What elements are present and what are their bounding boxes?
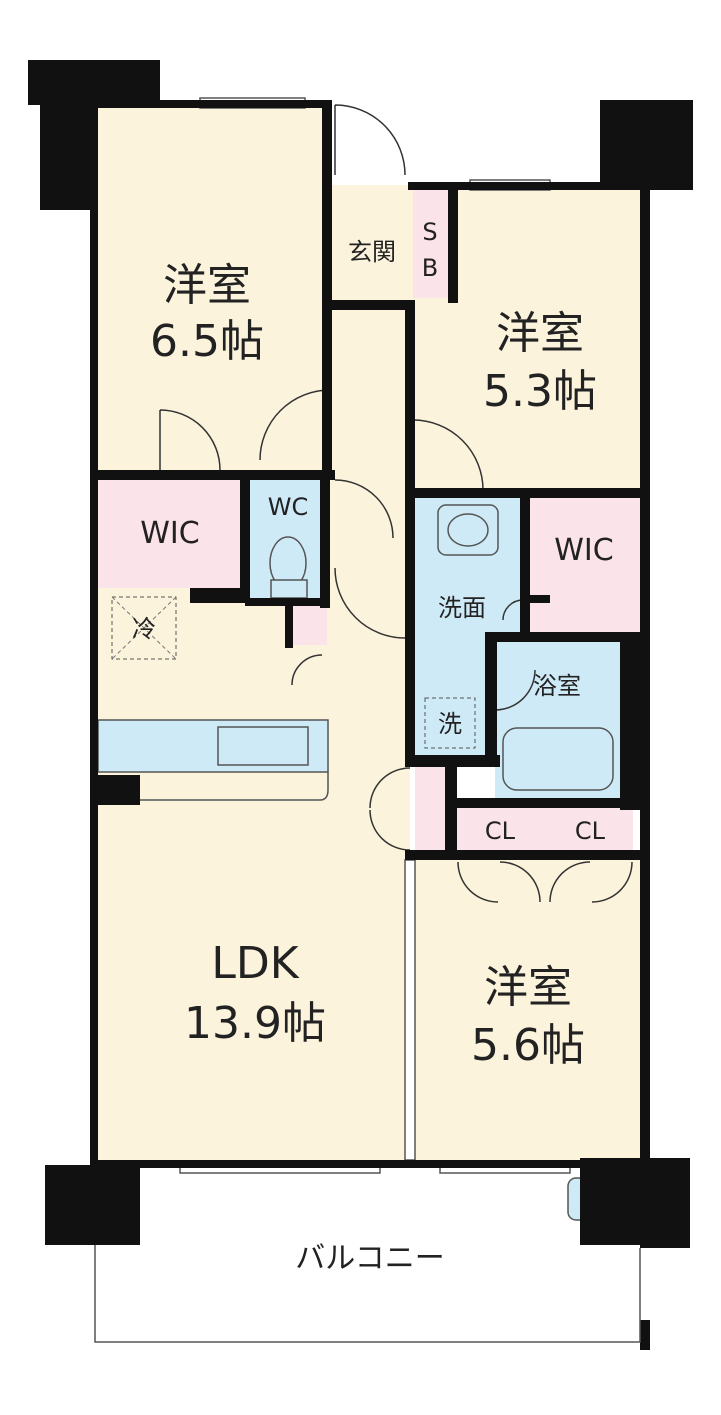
shoe-box-label-s: S [422,218,437,246]
western-6-5-name: 洋室 [163,260,251,311]
shoe-box-area [413,188,451,298]
wc-label: WC [268,493,309,521]
room-western-6-5-floor [95,105,330,473]
counter-edge [140,772,329,801]
fridge-cross-b [111,596,177,660]
western-5-6-size: 5.6帖 [471,1020,585,1071]
closet-1-label: CL [485,817,516,845]
entrance-label: 玄関 [348,238,396,266]
fridge-label: 冷 [132,615,156,643]
wash-basin-bowl [447,513,489,547]
bathtub [502,727,614,791]
balcony-floor [95,1245,640,1340]
door-swings [159,104,633,903]
balcony-rail [94,1245,641,1343]
washer-label: 洗 [438,710,462,738]
wic-left-area [95,478,245,588]
room-western-5-6-floor [413,850,643,1168]
wic-right-area [528,495,643,635]
bathroom-label: 浴室 [533,672,581,700]
closet-2-label: CL [575,817,606,845]
balcony-label: バルコニー [295,1241,444,1276]
closet-row-area [455,808,633,852]
toilet-tank [270,579,308,599]
western-5-3-size: 5.3帖 [483,366,597,417]
entrance-floor [333,188,413,308]
western-5-6-name: 洋室 [484,962,572,1013]
ldk-size: 13.9帖 [184,998,326,1049]
wic-right-label: WIC [554,533,613,568]
wic-left-label: WIC [140,516,199,551]
western-5-3-name: 洋室 [496,308,584,359]
washroom-label: 洗面 [438,594,486,622]
storage-small-area [415,765,448,850]
shoe-box-label-b: B [422,254,438,282]
pantry-small-area [292,605,327,645]
ldk-floor [95,588,410,1168]
western-6-5-size: 6.5帖 [150,316,264,367]
kitchen-sink [217,726,309,766]
ldk-name: LDK [211,938,299,989]
walls [28,60,693,1350]
washer-space [424,697,476,749]
